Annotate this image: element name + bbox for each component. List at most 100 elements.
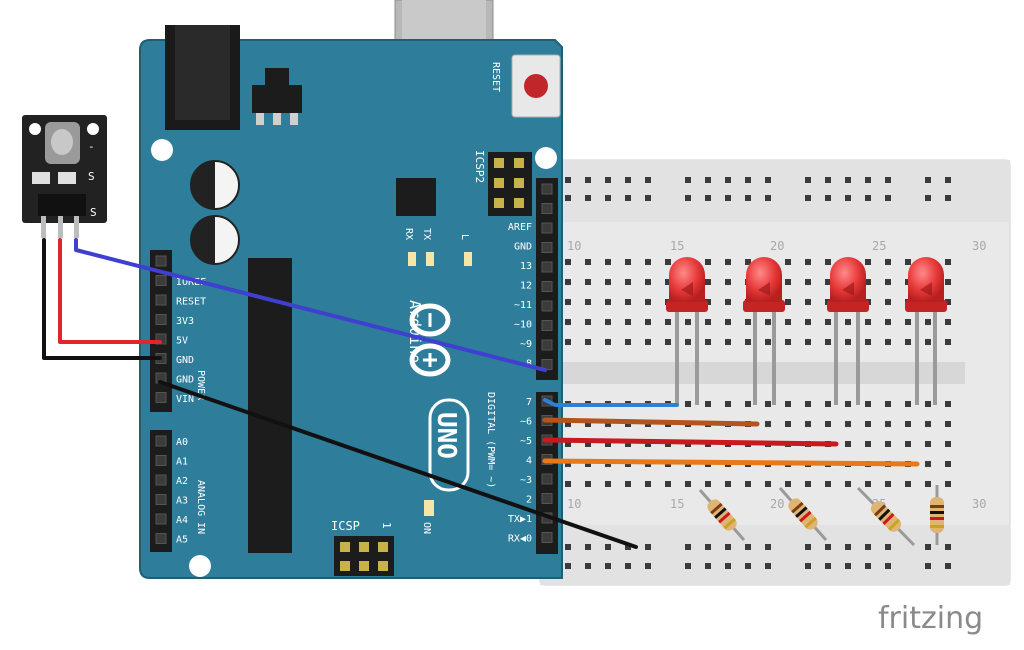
- header-socket[interactable]: [541, 493, 553, 504]
- pin-label: ~5: [520, 436, 532, 447]
- arduino-logo-text: Arduino: [406, 300, 424, 363]
- breadboard-hole: [605, 299, 611, 305]
- breadboard-hole: [865, 195, 871, 201]
- header-socket[interactable]: [541, 320, 553, 331]
- mounting-hole: [535, 147, 557, 169]
- l-label: L: [459, 234, 470, 240]
- breadboard-hole: [645, 563, 651, 569]
- header-socket[interactable]: [541, 532, 553, 543]
- breadboard-hole: [825, 339, 831, 345]
- header-socket[interactable]: [541, 473, 553, 485]
- breadboard-hole: [945, 421, 951, 427]
- digital-label: DIGITAL (PWM= ~): [485, 392, 496, 488]
- breadboard-hole: [625, 544, 631, 550]
- header-socket[interactable]: [155, 513, 167, 525]
- breadboard-hole: [925, 177, 931, 183]
- breadboard-hole: [645, 481, 651, 487]
- header-socket[interactable]: [155, 435, 167, 447]
- breadboard-hole: [685, 195, 691, 201]
- header-socket[interactable]: [155, 294, 167, 306]
- breadboard-hole: [865, 421, 871, 427]
- pin-label: A0: [176, 437, 188, 448]
- col-number: 20: [770, 239, 784, 253]
- breadboard-hole: [585, 421, 591, 427]
- breadboard-hole: [785, 421, 791, 427]
- breadboard-hole: [585, 319, 591, 325]
- header-socket[interactable]: [155, 533, 167, 544]
- header-socket[interactable]: [155, 474, 167, 486]
- header-socket[interactable]: [541, 203, 553, 214]
- breadboard-hole: [765, 563, 771, 569]
- header-socket[interactable]: [541, 183, 553, 195]
- header-socket[interactable]: [541, 300, 553, 312]
- header-socket[interactable]: [155, 455, 167, 466]
- wire-gnd-to-breadboard[interactable]: [158, 380, 638, 549]
- breadboard-hole: [945, 461, 951, 467]
- breadboard-hole: [825, 401, 831, 407]
- wire-signal-blue[interactable]: [74, 238, 547, 372]
- breadboard-hole: [765, 401, 771, 407]
- header-socket[interactable]: [541, 281, 553, 292]
- breadboard-hole: [685, 339, 691, 345]
- breadboard-hole: [805, 177, 811, 183]
- header-socket[interactable]: [155, 314, 167, 325]
- wire-pin7-lightblue[interactable]: [543, 398, 679, 407]
- breadboard-hole: [565, 563, 571, 569]
- board-pcb: [139, 39, 563, 579]
- breadboard-hole: [645, 544, 651, 550]
- reset-button[interactable]: [511, 54, 561, 118]
- wire-pin5-red[interactable]: [542, 437, 839, 447]
- wire-ground-black[interactable]: [42, 238, 162, 360]
- power-jack-face: [175, 25, 230, 120]
- breadboard-hole: [945, 279, 951, 285]
- resistor: [930, 485, 944, 545]
- breadboard-top-rail: [540, 160, 1010, 222]
- breadboard-hole: [885, 563, 891, 569]
- pin-label: A1: [176, 457, 188, 468]
- breadboard-hole: [725, 279, 731, 285]
- wire-pin4-orange[interactable]: [542, 458, 920, 467]
- header-socket[interactable]: [155, 392, 167, 403]
- icsp-label: ICSP: [331, 519, 360, 533]
- header-socket[interactable]: [155, 333, 167, 345]
- breadboard-hole: [885, 421, 891, 427]
- wire-vcc-red[interactable]: [58, 238, 162, 344]
- header-socket[interactable]: [541, 261, 553, 273]
- header-socket[interactable]: [155, 255, 167, 267]
- power-label: POWER: [195, 370, 206, 401]
- breadboard-hole: [845, 563, 851, 569]
- breadboard-hole: [745, 259, 751, 265]
- breadboard-hole: [885, 441, 891, 447]
- header-socket[interactable]: [155, 275, 167, 286]
- breadboard-hole: [665, 481, 671, 487]
- uno-badge: UNO: [428, 398, 470, 492]
- breadboard-hole: [765, 177, 771, 183]
- breadboard-hole: [725, 195, 731, 201]
- header-socket[interactable]: [541, 222, 553, 234]
- breadboard-hole: [905, 259, 911, 265]
- voltage-regulator: [252, 85, 302, 113]
- breadboard-hole: [825, 177, 831, 183]
- breadboard-hole: [905, 319, 911, 325]
- breadboard-hole: [805, 421, 811, 427]
- breadboard-hole: [605, 259, 611, 265]
- header-socket[interactable]: [541, 359, 553, 370]
- header-socket[interactable]: [155, 494, 167, 505]
- breadboard-hole: [625, 563, 631, 569]
- breadboard-hole: [725, 563, 731, 569]
- breadboard-hole: [825, 544, 831, 550]
- breadboard-hole: [645, 279, 651, 285]
- pin-label: ~3: [520, 475, 532, 486]
- breadboard-hole: [585, 279, 591, 285]
- wire-pin6-brown[interactable]: [542, 417, 760, 427]
- breadboard-hole: [825, 563, 831, 569]
- header-socket[interactable]: [541, 339, 553, 351]
- breadboard-hole: [645, 441, 651, 447]
- breadboard-hole: [885, 544, 891, 550]
- atmega-chip: [248, 258, 292, 553]
- breadboard-hole: [805, 401, 811, 407]
- header-socket[interactable]: [541, 242, 553, 253]
